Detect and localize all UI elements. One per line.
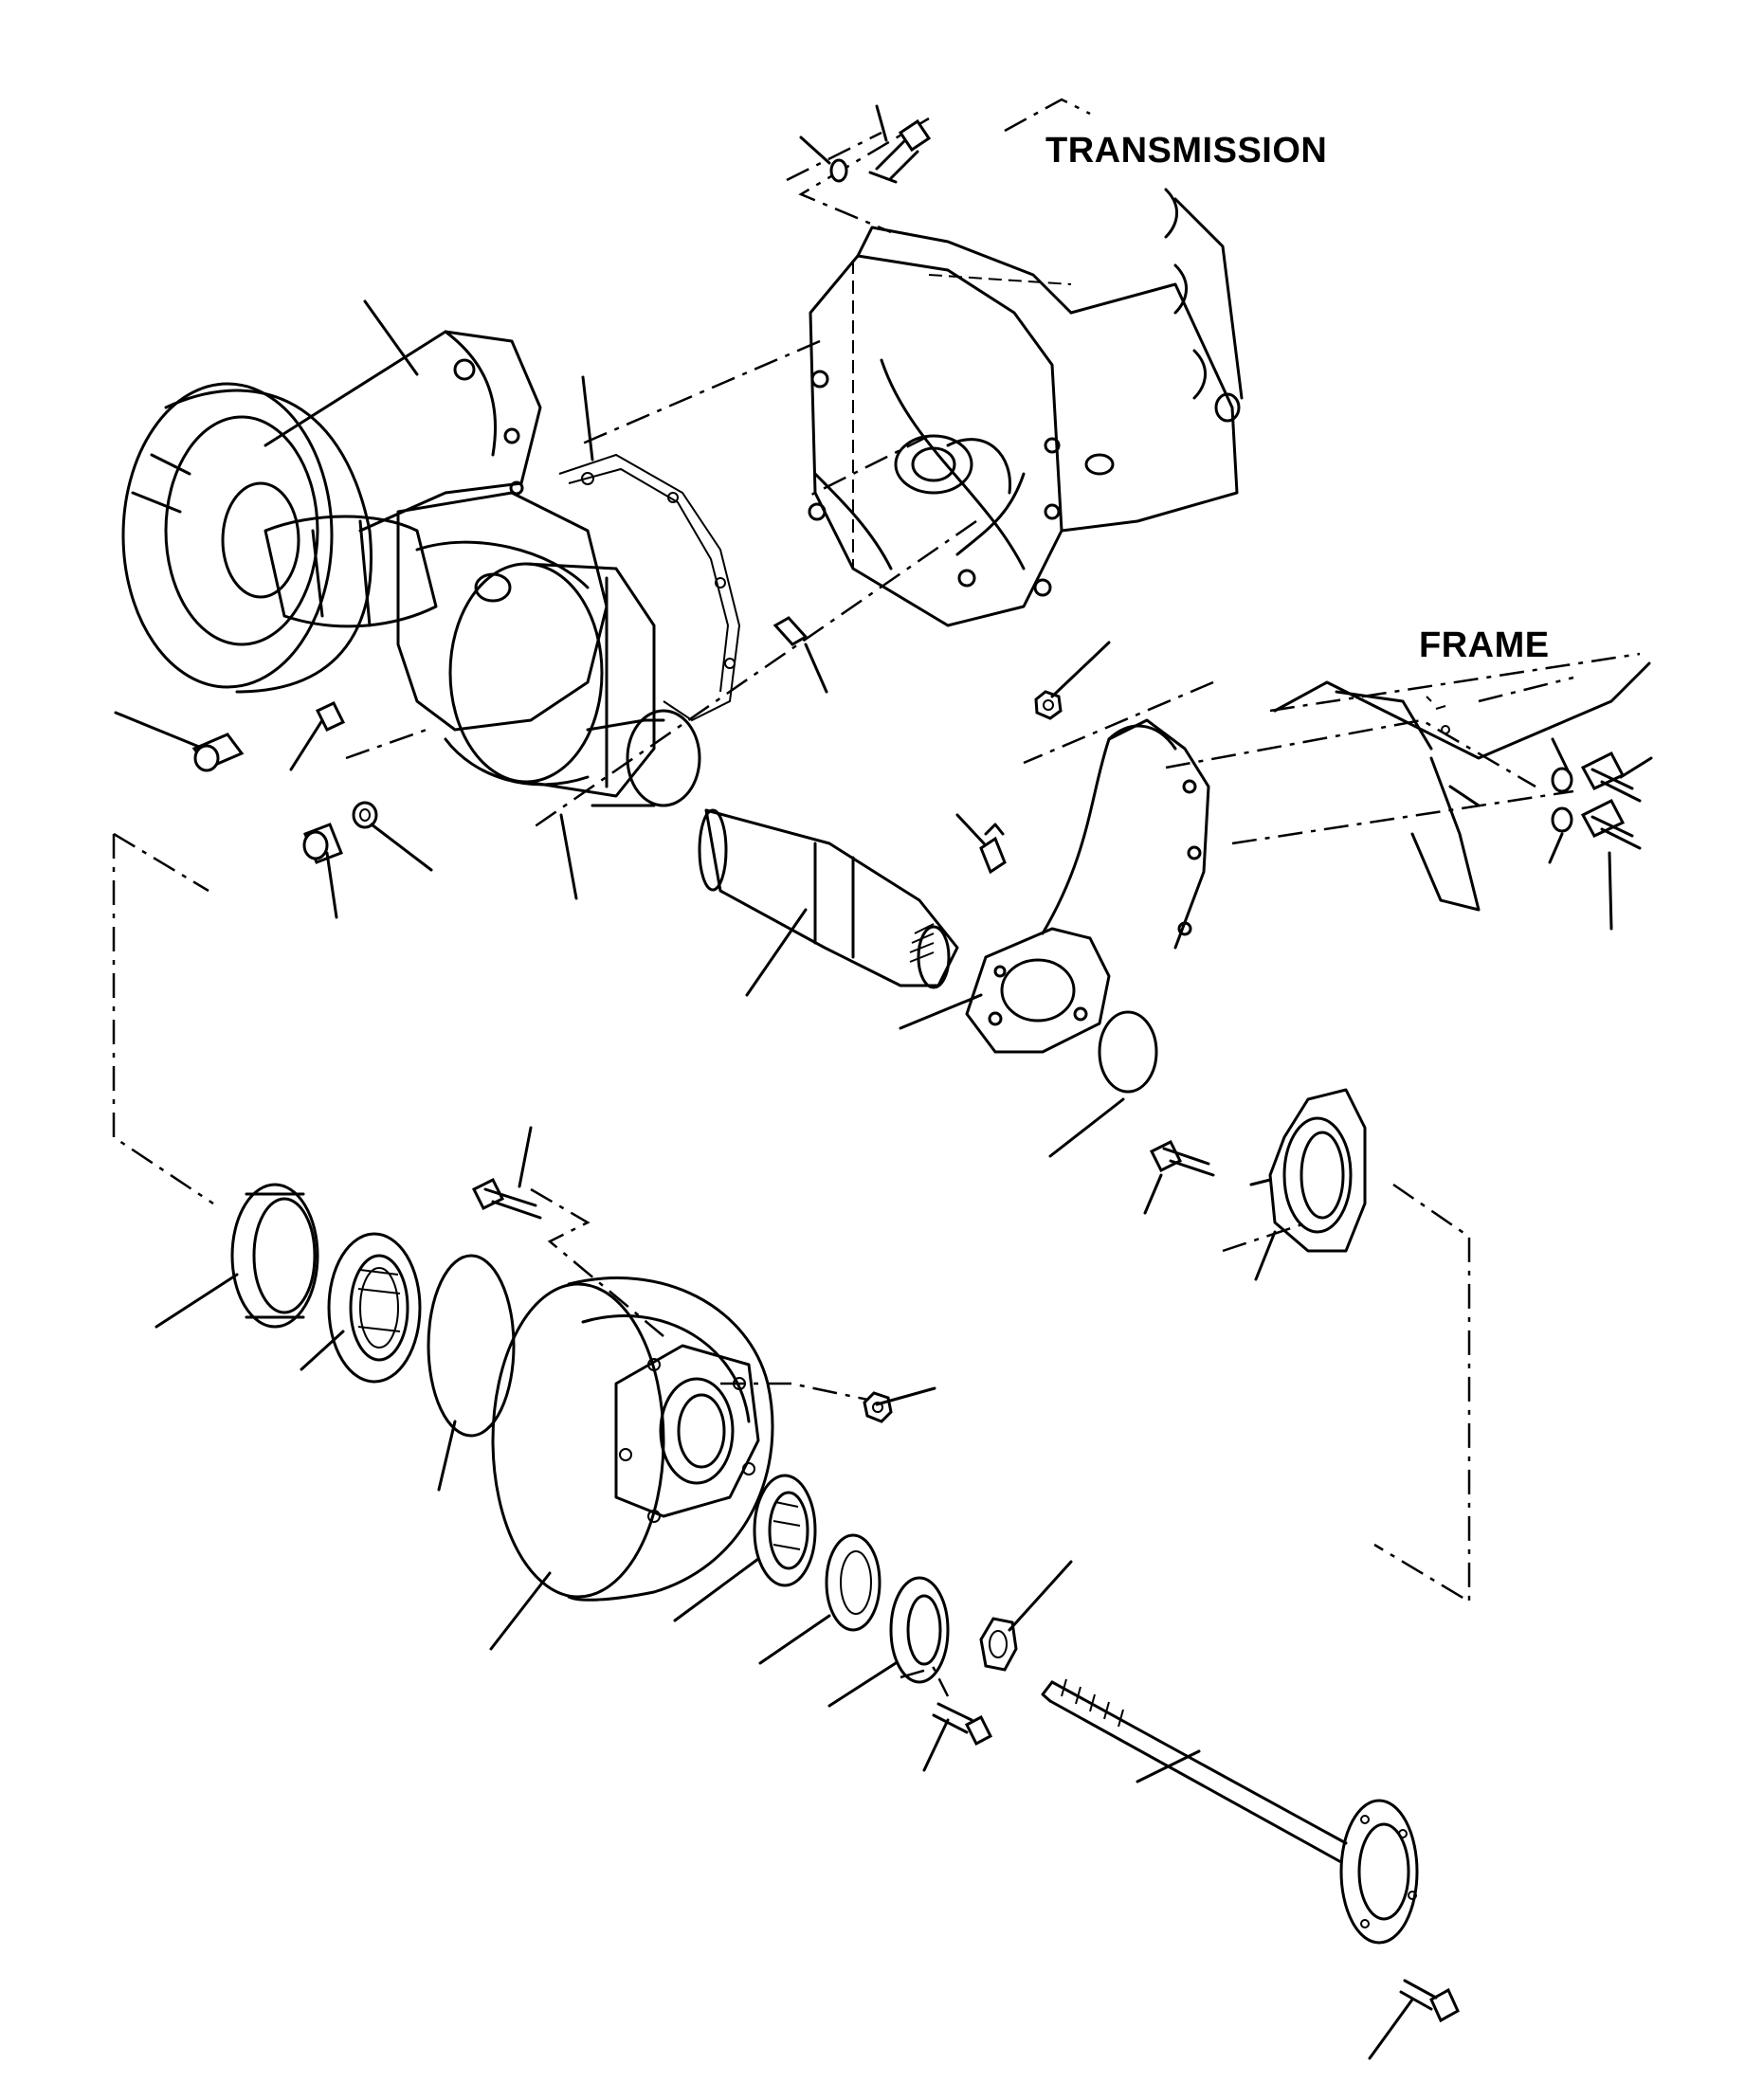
thrust-plate	[889, 1576, 950, 1684]
top-bolt	[868, 104, 932, 184]
frame-label: FRAME	[1419, 625, 1550, 665]
brake-drum-hub	[491, 1276, 774, 1602]
lock-washer	[825, 1533, 882, 1632]
hub-o-ring	[427, 1254, 516, 1438]
frame-washers	[1551, 767, 1573, 833]
knuckle-arm	[965, 718, 1210, 1054]
top-washer	[799, 136, 848, 183]
transmission-label: TRANSMISSION	[1045, 131, 1328, 171]
differential-carrier	[396, 491, 609, 787]
inner-bearing	[327, 1232, 422, 1384]
brake-drum-back	[121, 382, 373, 694]
breather-plug	[315, 701, 346, 732]
spindle-shaft	[698, 808, 959, 989]
dowel-pin	[772, 616, 809, 646]
outer-bearing	[753, 1474, 817, 1587]
hub-nut	[863, 1391, 893, 1423]
hub-housing	[448, 562, 701, 807]
mounting-bracket	[264, 330, 542, 533]
o-ring-small	[1098, 1010, 1158, 1094]
axle-tube	[264, 515, 438, 628]
grease-nipple	[979, 823, 1007, 875]
lock-nut	[979, 1617, 1018, 1672]
transmission-housing	[808, 188, 1244, 627]
frame-nut	[1034, 690, 1063, 720]
shaft-bolt	[1399, 1979, 1460, 2023]
lock-bolt	[932, 1702, 992, 1747]
frame-bolts	[1580, 751, 1642, 850]
gasket	[558, 453, 741, 722]
seal-retainer	[1249, 1088, 1367, 1253]
leader-lines	[114, 299, 1653, 2060]
plug-washer	[352, 801, 378, 829]
axle-shaft	[1041, 1678, 1419, 1945]
frame-bracket	[1273, 661, 1651, 912]
hub-bolt	[471, 1177, 542, 1220]
filler-plug	[302, 823, 343, 864]
drain-plug-bolt	[191, 733, 245, 772]
assembly-centerlines	[112, 98, 1641, 1697]
retainer-bolt	[1149, 1139, 1215, 1177]
inner-oil-seal	[230, 1183, 319, 1329]
